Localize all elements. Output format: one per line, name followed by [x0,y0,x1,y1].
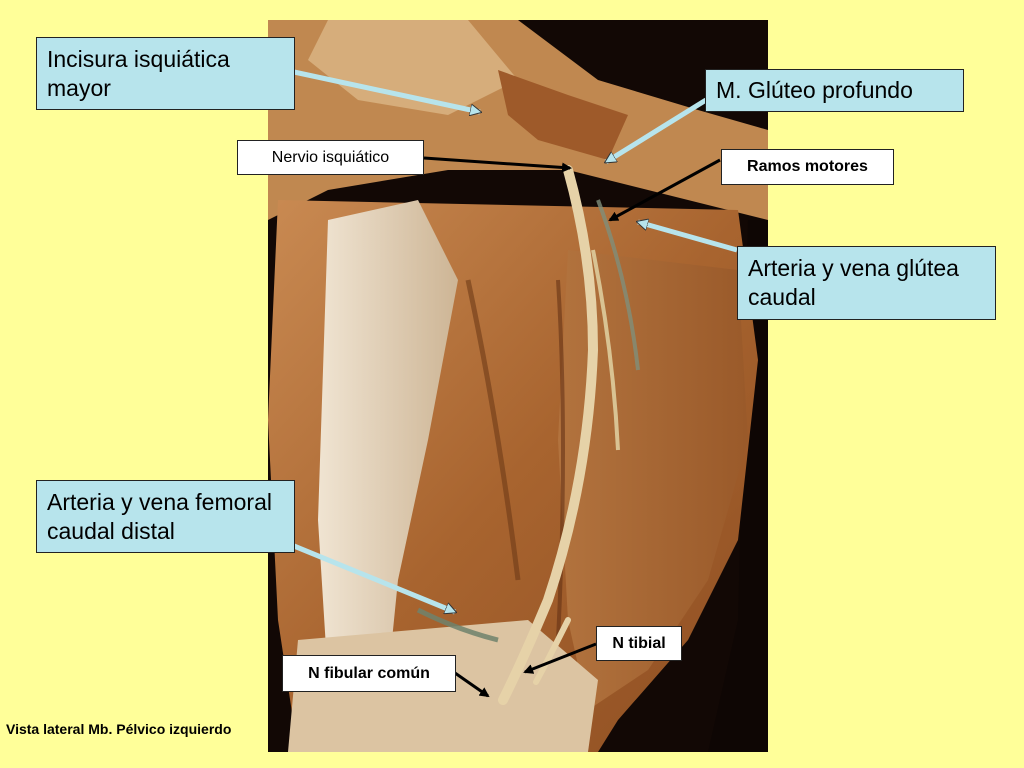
label-incisura-isquiatica: Incisura isquiática mayor [36,37,295,110]
muscle-groove-1 [465,279,521,581]
deep-gluteal-muscle [498,70,628,160]
label-incisura-text: Incisura isquiática mayor [47,45,230,101]
label-n-fibular: N fibular común [282,655,456,692]
label-n-tibial: N tibial [596,626,682,661]
label-arteria-femoral-text: Arteria y vena femoral caudal distal [47,488,272,544]
label-nervio-text: Nervio isquiático [271,148,390,166]
figure-caption: Vista lateral Mb. Pélvico izquierdo [6,721,232,737]
label-arteria-glutea: Arteria y vena glútea caudal [737,246,996,320]
muscle-groove-2 [556,279,565,641]
nerve-branch [591,249,620,451]
label-arteria-femoral: Arteria y vena femoral caudal distal [36,480,295,553]
label-nervio-isquiatico: Nervio isquiático [237,140,424,175]
sciatic-nerve [498,165,599,705]
gluteal-vessels [596,199,640,371]
label-ramos-text: Ramos motores [747,158,868,175]
label-ramos-motores: Ramos motores [721,149,894,185]
dissection-photo [268,20,768,752]
label-gluteo-profundo: M. Glúteo profundo [705,69,964,112]
posterior-thigh [558,250,748,710]
label-n-tibial-text: N tibial [612,634,666,652]
label-gluteo-text: M. Glúteo profundo [716,77,913,103]
label-arteria-glutea-text: Arteria y vena glútea caudal [748,255,959,310]
label-n-fibular-text: N fibular común [308,664,430,682]
